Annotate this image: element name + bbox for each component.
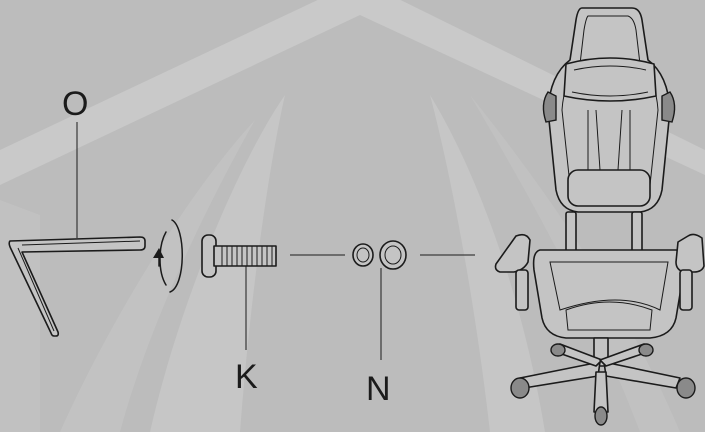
- label-o: O: [62, 85, 88, 123]
- label-k: K: [235, 358, 258, 396]
- chair-icon: [494, 7, 705, 426]
- bolt-icon: [201, 234, 277, 278]
- label-n: N: [366, 370, 391, 408]
- rotate-arrow-icon: [153, 219, 183, 293]
- allen-key-icon: [8, 236, 146, 337]
- washer-icon: [352, 240, 407, 270]
